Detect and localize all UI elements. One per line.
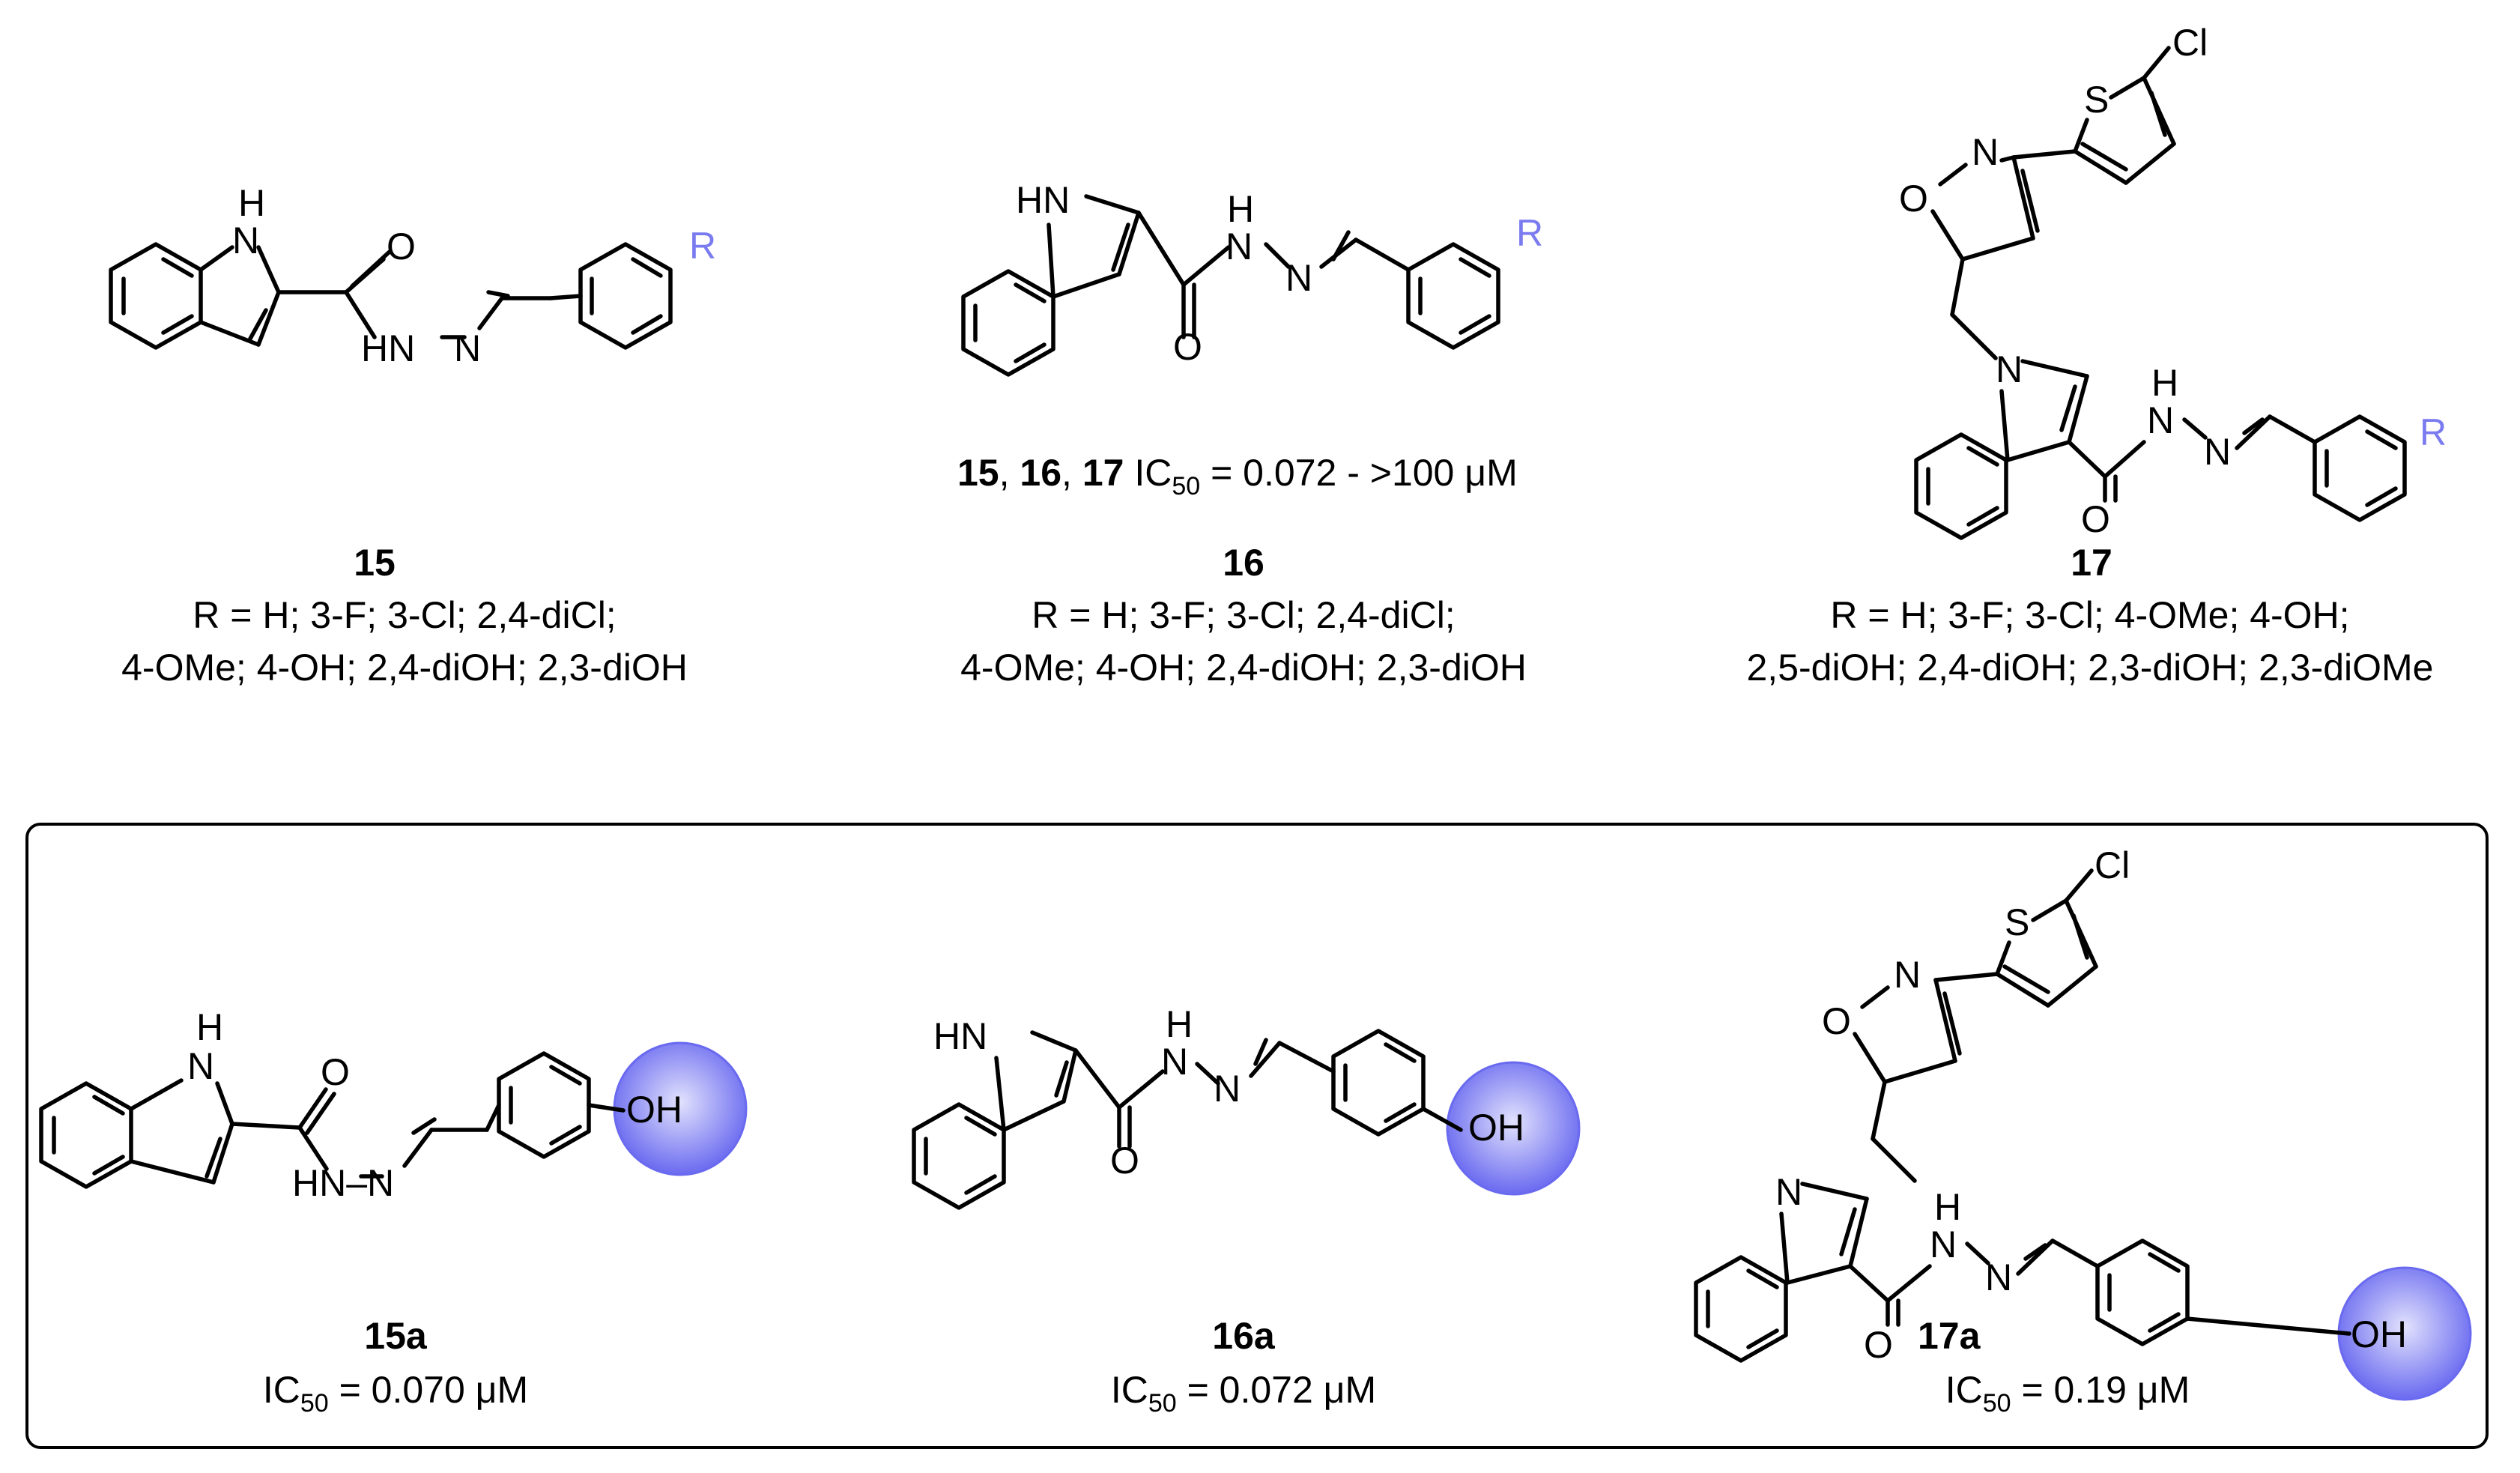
atom-hn: HN: [1016, 179, 1070, 221]
atom-n: N: [2204, 431, 2231, 473]
atom-hn: HN: [933, 1015, 987, 1057]
structure-16a: HN O H N N OH: [912, 1003, 1581, 1210]
atom-n: N: [2147, 399, 2174, 441]
atom-h: H: [196, 1006, 223, 1048]
compound-number-16: 16: [1223, 542, 1264, 584]
ic50-17a: IC50 = 0.19 μM: [1945, 1369, 2190, 1418]
structure-15: H N O HN N R: [109, 182, 716, 369]
atom-s: S: [2084, 79, 2109, 121]
atom-n: N: [1894, 954, 1921, 996]
atom-n: N: [1996, 348, 2023, 390]
atom-n: N: [1930, 1224, 1957, 1265]
compound-number-17: 17: [2071, 542, 2112, 584]
atom-o: O: [387, 226, 416, 267]
atom-h: H: [2151, 362, 2178, 404]
r-list-15-line2: 4-OMe; 4-OH; 2,4-diOH; 2,3-diOH: [121, 647, 688, 689]
ic50-16a: IC50 = 0.072 μM: [1111, 1369, 1376, 1418]
ic50-15a: IC50 = 0.070 μM: [263, 1369, 528, 1418]
r-group-label: R: [1516, 212, 1543, 254]
compound-number-16a: 16a: [1212, 1315, 1276, 1357]
compound-number-17a: 17a: [1918, 1315, 1981, 1357]
atom-o: O: [1899, 178, 1928, 220]
atom-h: H: [238, 182, 265, 224]
atom-n: N: [1161, 1041, 1188, 1083]
r-list-15-line1: R = H; 3-F; 3-Cl; 2,4-diCl;: [193, 594, 616, 636]
atom-n: N: [1775, 1171, 1802, 1213]
atom-hnn: HN–N: [292, 1162, 394, 1204]
atom-o: O: [1173, 326, 1202, 368]
oh-highlight-circle: [1446, 1061, 1581, 1196]
atom-h: H: [1934, 1186, 1961, 1228]
atom-hn: HN: [361, 327, 415, 369]
r-list-17-line1: R = H; 3-F; 3-Cl; 4-OMe; 4-OH;: [1830, 594, 2349, 636]
r-list-17-line2: 2,5-diOH; 2,4-diOH; 2,3-diOH; 2,3-diOMe: [1747, 647, 2434, 689]
structure-15a: H N O HN–N OH: [39, 1006, 748, 1204]
atom-n: N: [1972, 131, 1999, 173]
structure-17a: Cl S N O N O H N N: [1694, 844, 2472, 1401]
atom-h: H: [1166, 1003, 1193, 1045]
ic50-range-note: 15, 16, 17 IC50 = 0.072 - >100 μM: [957, 452, 1518, 500]
atom-o: O: [1864, 1324, 1893, 1366]
atom-s: S: [2005, 901, 2029, 943]
r-group-label: R: [2420, 411, 2447, 453]
atom-n: N: [454, 327, 481, 369]
r-list-16-line2: 4-OMe; 4-OH; 2,4-diOH; 2,3-diOH: [960, 647, 1527, 689]
atom-n: N: [1985, 1256, 2012, 1298]
atom-n: N: [187, 1045, 214, 1087]
atom-h: H: [1227, 188, 1254, 230]
r-list-16-line1: R = H; 3-F; 3-Cl; 2,4-diCl;: [1032, 594, 1455, 636]
atom-oh: OH: [1468, 1107, 1524, 1149]
atom-o: O: [2081, 498, 2110, 540]
atom-n: N: [1285, 257, 1312, 299]
atom-n: N: [1214, 1068, 1241, 1110]
atom-o: O: [1110, 1140, 1139, 1182]
compound-number-15a: 15a: [364, 1315, 428, 1357]
structure-16: HN O H N N R: [961, 179, 1543, 377]
r-group-label: R: [689, 225, 716, 267]
structure-17: Cl S N O N O H N: [1899, 22, 2447, 540]
compound-number-15: 15: [354, 542, 396, 584]
atom-n: N: [1226, 226, 1253, 267]
atom-n: N: [232, 220, 259, 261]
atom-cl: Cl: [2172, 22, 2208, 64]
atom-oh: OH: [2351, 1313, 2407, 1355]
atom-oh: OH: [626, 1089, 682, 1131]
highlight-frame: [25, 823, 2489, 1449]
atom-o: O: [321, 1051, 350, 1093]
atom-cl: Cl: [2095, 844, 2130, 886]
atom-o: O: [1822, 1000, 1851, 1042]
